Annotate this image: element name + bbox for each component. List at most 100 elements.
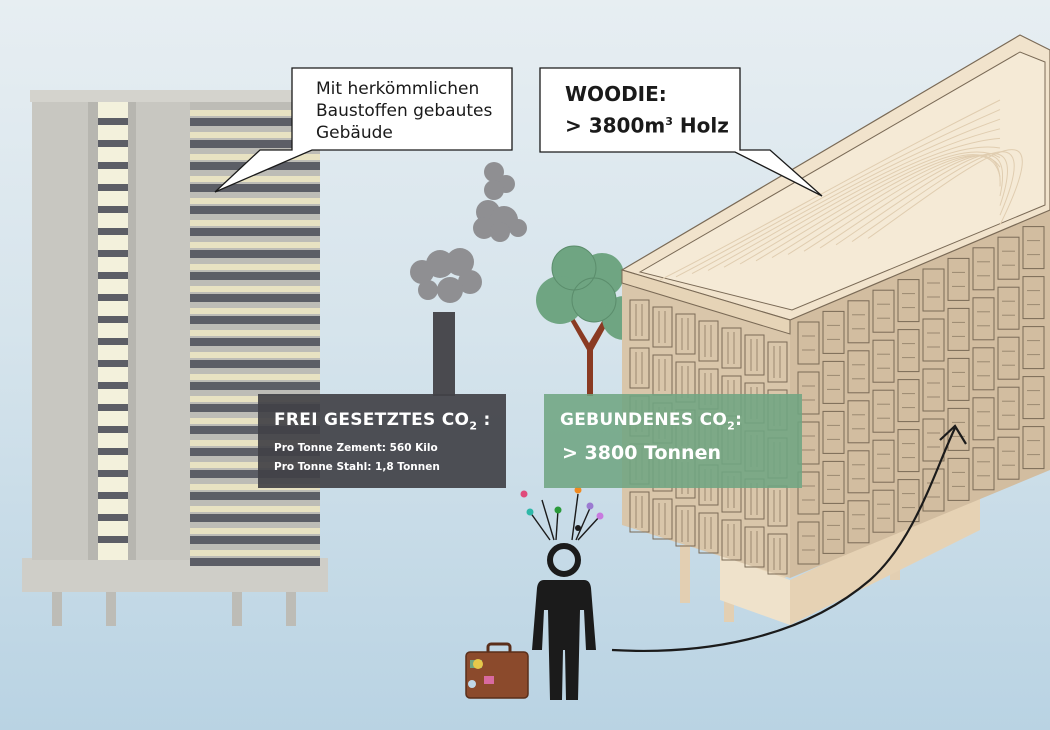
facade-panel <box>698 320 719 362</box>
window-band <box>98 316 128 323</box>
window-band <box>98 140 128 147</box>
facade-panel <box>744 334 765 376</box>
released-title-prefix: FREI GESETZTES CO <box>274 410 470 430</box>
facade-panel <box>698 512 719 554</box>
window-band <box>190 470 320 478</box>
window-band <box>190 536 320 544</box>
facade-panel <box>847 300 870 344</box>
facade-panel <box>822 310 845 354</box>
floor-band <box>190 484 320 490</box>
facade-panel <box>972 247 995 291</box>
woodie-volume-suffix: Holz <box>672 113 729 138</box>
window-band <box>190 140 320 148</box>
window-band <box>98 426 128 433</box>
wood-grain-line <box>803 155 1001 252</box>
window-band <box>190 294 320 302</box>
arrow-icon <box>611 424 967 652</box>
facade-panel <box>947 407 970 451</box>
window-band <box>190 514 320 522</box>
facade-panel <box>1022 226 1045 270</box>
window-band <box>190 492 320 500</box>
facade-panel <box>922 318 945 362</box>
window-band <box>98 294 128 301</box>
floor-band <box>190 176 320 182</box>
caption-line: Baustoffen gebautes <box>316 101 493 121</box>
bound-co2-value: > 3800 Tonnen <box>562 442 721 464</box>
facade-panel <box>822 360 845 404</box>
window-band <box>98 184 128 191</box>
window-band <box>190 448 320 456</box>
floor-band <box>190 110 320 116</box>
facade-panel <box>922 268 945 312</box>
window-band <box>190 250 320 258</box>
released-co2-panel: FREI GESETZTES CO2 : Pro Tonne Zement: 5… <box>258 394 506 488</box>
woodie-volume-prefix: > 3800m <box>565 113 666 138</box>
facade-panel <box>997 386 1020 430</box>
facade-panel <box>744 526 765 568</box>
facade-panel <box>872 339 895 383</box>
released-title-suffix: : <box>477 410 491 430</box>
conventional-building-caption: Mit herkömmlichen Baustoffen gebautes Ge… <box>316 78 516 144</box>
facade-panel <box>872 289 895 333</box>
facade-panel <box>872 489 895 533</box>
speech-bubble-conventional <box>214 67 513 193</box>
wood-grain-line <box>707 128 1001 271</box>
window-band <box>98 118 128 125</box>
facade-panel <box>972 297 995 341</box>
window-band <box>190 404 320 412</box>
window-band <box>190 558 320 566</box>
facade-panel <box>922 418 945 462</box>
window-band <box>98 272 128 279</box>
window-band <box>190 360 320 368</box>
facade-panel <box>997 436 1020 480</box>
window-band <box>98 338 128 345</box>
floor-band <box>190 506 320 512</box>
floor-band <box>190 418 320 424</box>
wood-grain-line <box>851 151 1015 243</box>
speech-bubble-woodie <box>539 67 823 197</box>
window-band <box>190 228 320 236</box>
facade-panel <box>897 379 920 423</box>
person-icon <box>532 543 596 700</box>
bound-title-suffix: : <box>735 410 743 430</box>
floor-band <box>190 352 320 358</box>
wood-grain-line <box>819 154 1003 249</box>
cement-emission-line: Pro Tonne Zement: 560 Kilo <box>274 442 438 454</box>
window-band <box>190 206 320 214</box>
facade-panel <box>847 450 870 494</box>
floor-band <box>190 330 320 336</box>
wood-grain-line <box>835 153 1008 246</box>
floor-band <box>190 462 320 468</box>
woodie-title: WOODIE: <box>565 82 667 106</box>
facade-panel <box>629 491 650 533</box>
facade-panel <box>897 279 920 323</box>
facade-panel <box>767 341 788 383</box>
steel-emission-line: Pro Tonne Stahl: 1,8 Tonnen <box>274 461 440 473</box>
facade-panel <box>847 500 870 544</box>
facade-panel <box>721 519 742 561</box>
floor-band <box>190 242 320 248</box>
facade-panel <box>797 521 820 565</box>
facade-panel <box>822 410 845 454</box>
woodie-volume-sup: 3 <box>665 115 673 128</box>
bound-co2-title: GEBUNDENES CO2: <box>560 410 742 432</box>
facade-panel <box>822 460 845 504</box>
window-band <box>98 470 128 477</box>
facade-panel <box>675 505 696 547</box>
released-co2-title: FREI GESETZTES CO2 : <box>274 410 491 432</box>
facade-panel <box>1022 426 1045 470</box>
facade-panel <box>797 371 820 415</box>
window-band <box>98 162 128 169</box>
window-band <box>190 426 320 434</box>
factory-chimney-icon <box>433 312 455 396</box>
facade-panel <box>997 336 1020 380</box>
facade-panel <box>972 447 995 491</box>
wood-grain-line <box>739 146 1001 265</box>
facade-panel <box>652 306 673 348</box>
facade-panel <box>897 429 920 473</box>
facade-panel <box>652 498 673 540</box>
floor-band <box>190 396 320 402</box>
facade-panel <box>847 400 870 444</box>
facade-panel <box>947 457 970 501</box>
facade-panel <box>721 327 742 369</box>
